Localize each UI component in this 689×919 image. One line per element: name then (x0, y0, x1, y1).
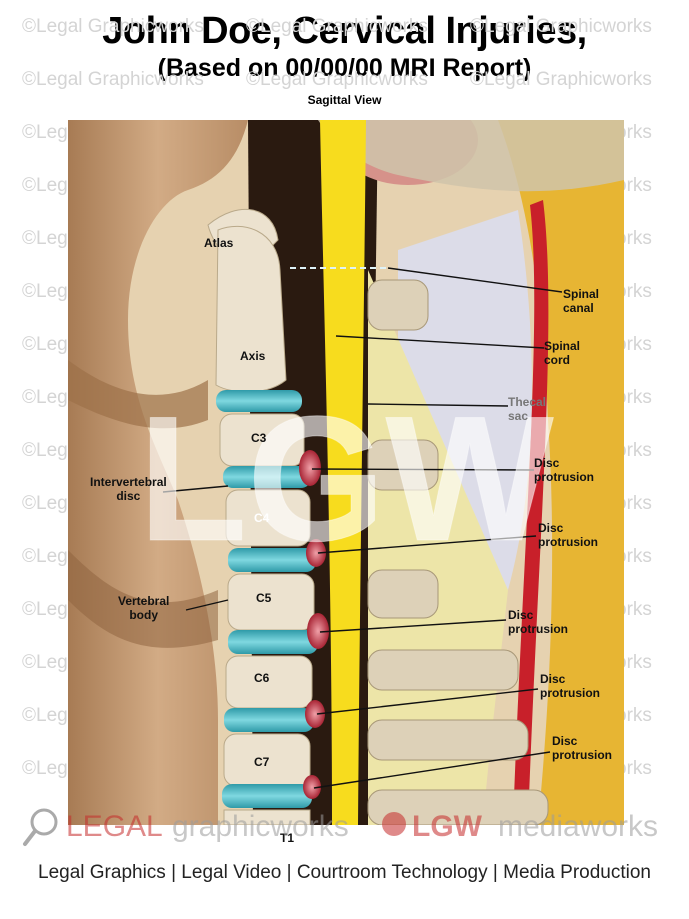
page-title: John Doe, Cervical Injuries, (102, 10, 587, 52)
page-subtitle: (Based on 00/00/00 MRI Report) (157, 54, 532, 82)
protrusion-c7-t1 (303, 775, 321, 799)
spinous-1 (367, 279, 429, 331)
neck-skin (68, 120, 248, 825)
disc-c7-t1 (222, 784, 312, 808)
jaw-shadow (68, 360, 208, 429)
c4-body (225, 489, 311, 547)
label-axis: Axis (240, 349, 266, 363)
leader-lines (162, 267, 563, 789)
brand-mediaworks: mediaworks (498, 810, 658, 843)
brand-logo-graphic: LEGAL graphicworks LGW mediaworks (23, 808, 658, 846)
disc-c3-c4 (223, 466, 311, 488)
protrusion-c3-c4 (299, 450, 321, 486)
label-atlas: Atlas (204, 236, 234, 250)
footer-tagline: Legal Graphics | Legal Video | Courtroom… (38, 862, 651, 883)
label-c3: C3 (251, 431, 267, 445)
label-c6: C6 (254, 671, 270, 685)
disc-c4-c5 (228, 548, 316, 572)
view-caption: Sagittal View (307, 93, 382, 107)
brand-legal: LEGAL (66, 810, 163, 843)
spinous-2 (367, 439, 439, 491)
disc-c2-c3 (216, 390, 302, 412)
label-c7: C7 (254, 755, 270, 769)
posterior-muscle-red (513, 200, 549, 825)
spinal-cord-shape (320, 120, 366, 825)
axis-shape (215, 225, 287, 393)
magnifier-icon (23, 808, 58, 846)
label-t1: T1 (280, 831, 295, 845)
skull-base (318, 120, 624, 192)
protrusion-c6-c7 (305, 700, 325, 728)
protrusion-c4-c5 (306, 539, 326, 567)
disc-c6-c7 (224, 708, 314, 732)
brand-graphicworks: graphicworks (172, 810, 349, 843)
sagittal-illustration: LGW Atlas Axis C3 C4 C5 C6 C7 T1 Interve… (68, 95, 624, 845)
spinous-4 (367, 649, 519, 691)
spinous-3 (367, 569, 439, 619)
throat-shadow (68, 550, 218, 648)
brand-banner: LEGAL graphicworks LGW mediaworks (22, 806, 682, 850)
label-c5: C5 (256, 591, 272, 605)
brand-lgw: LGW (412, 810, 483, 843)
label-c4: C4 (254, 511, 270, 525)
cervical-spine-graphic: LGW (68, 95, 624, 826)
posterior-fat (498, 120, 624, 825)
lgw-watermark-logo: LGW (138, 379, 553, 578)
protrusion-c5-c6 (307, 613, 329, 649)
brand-lgw-circle-icon (382, 812, 406, 836)
disc-c5-c6 (228, 630, 318, 654)
spinous-5 (367, 719, 529, 761)
